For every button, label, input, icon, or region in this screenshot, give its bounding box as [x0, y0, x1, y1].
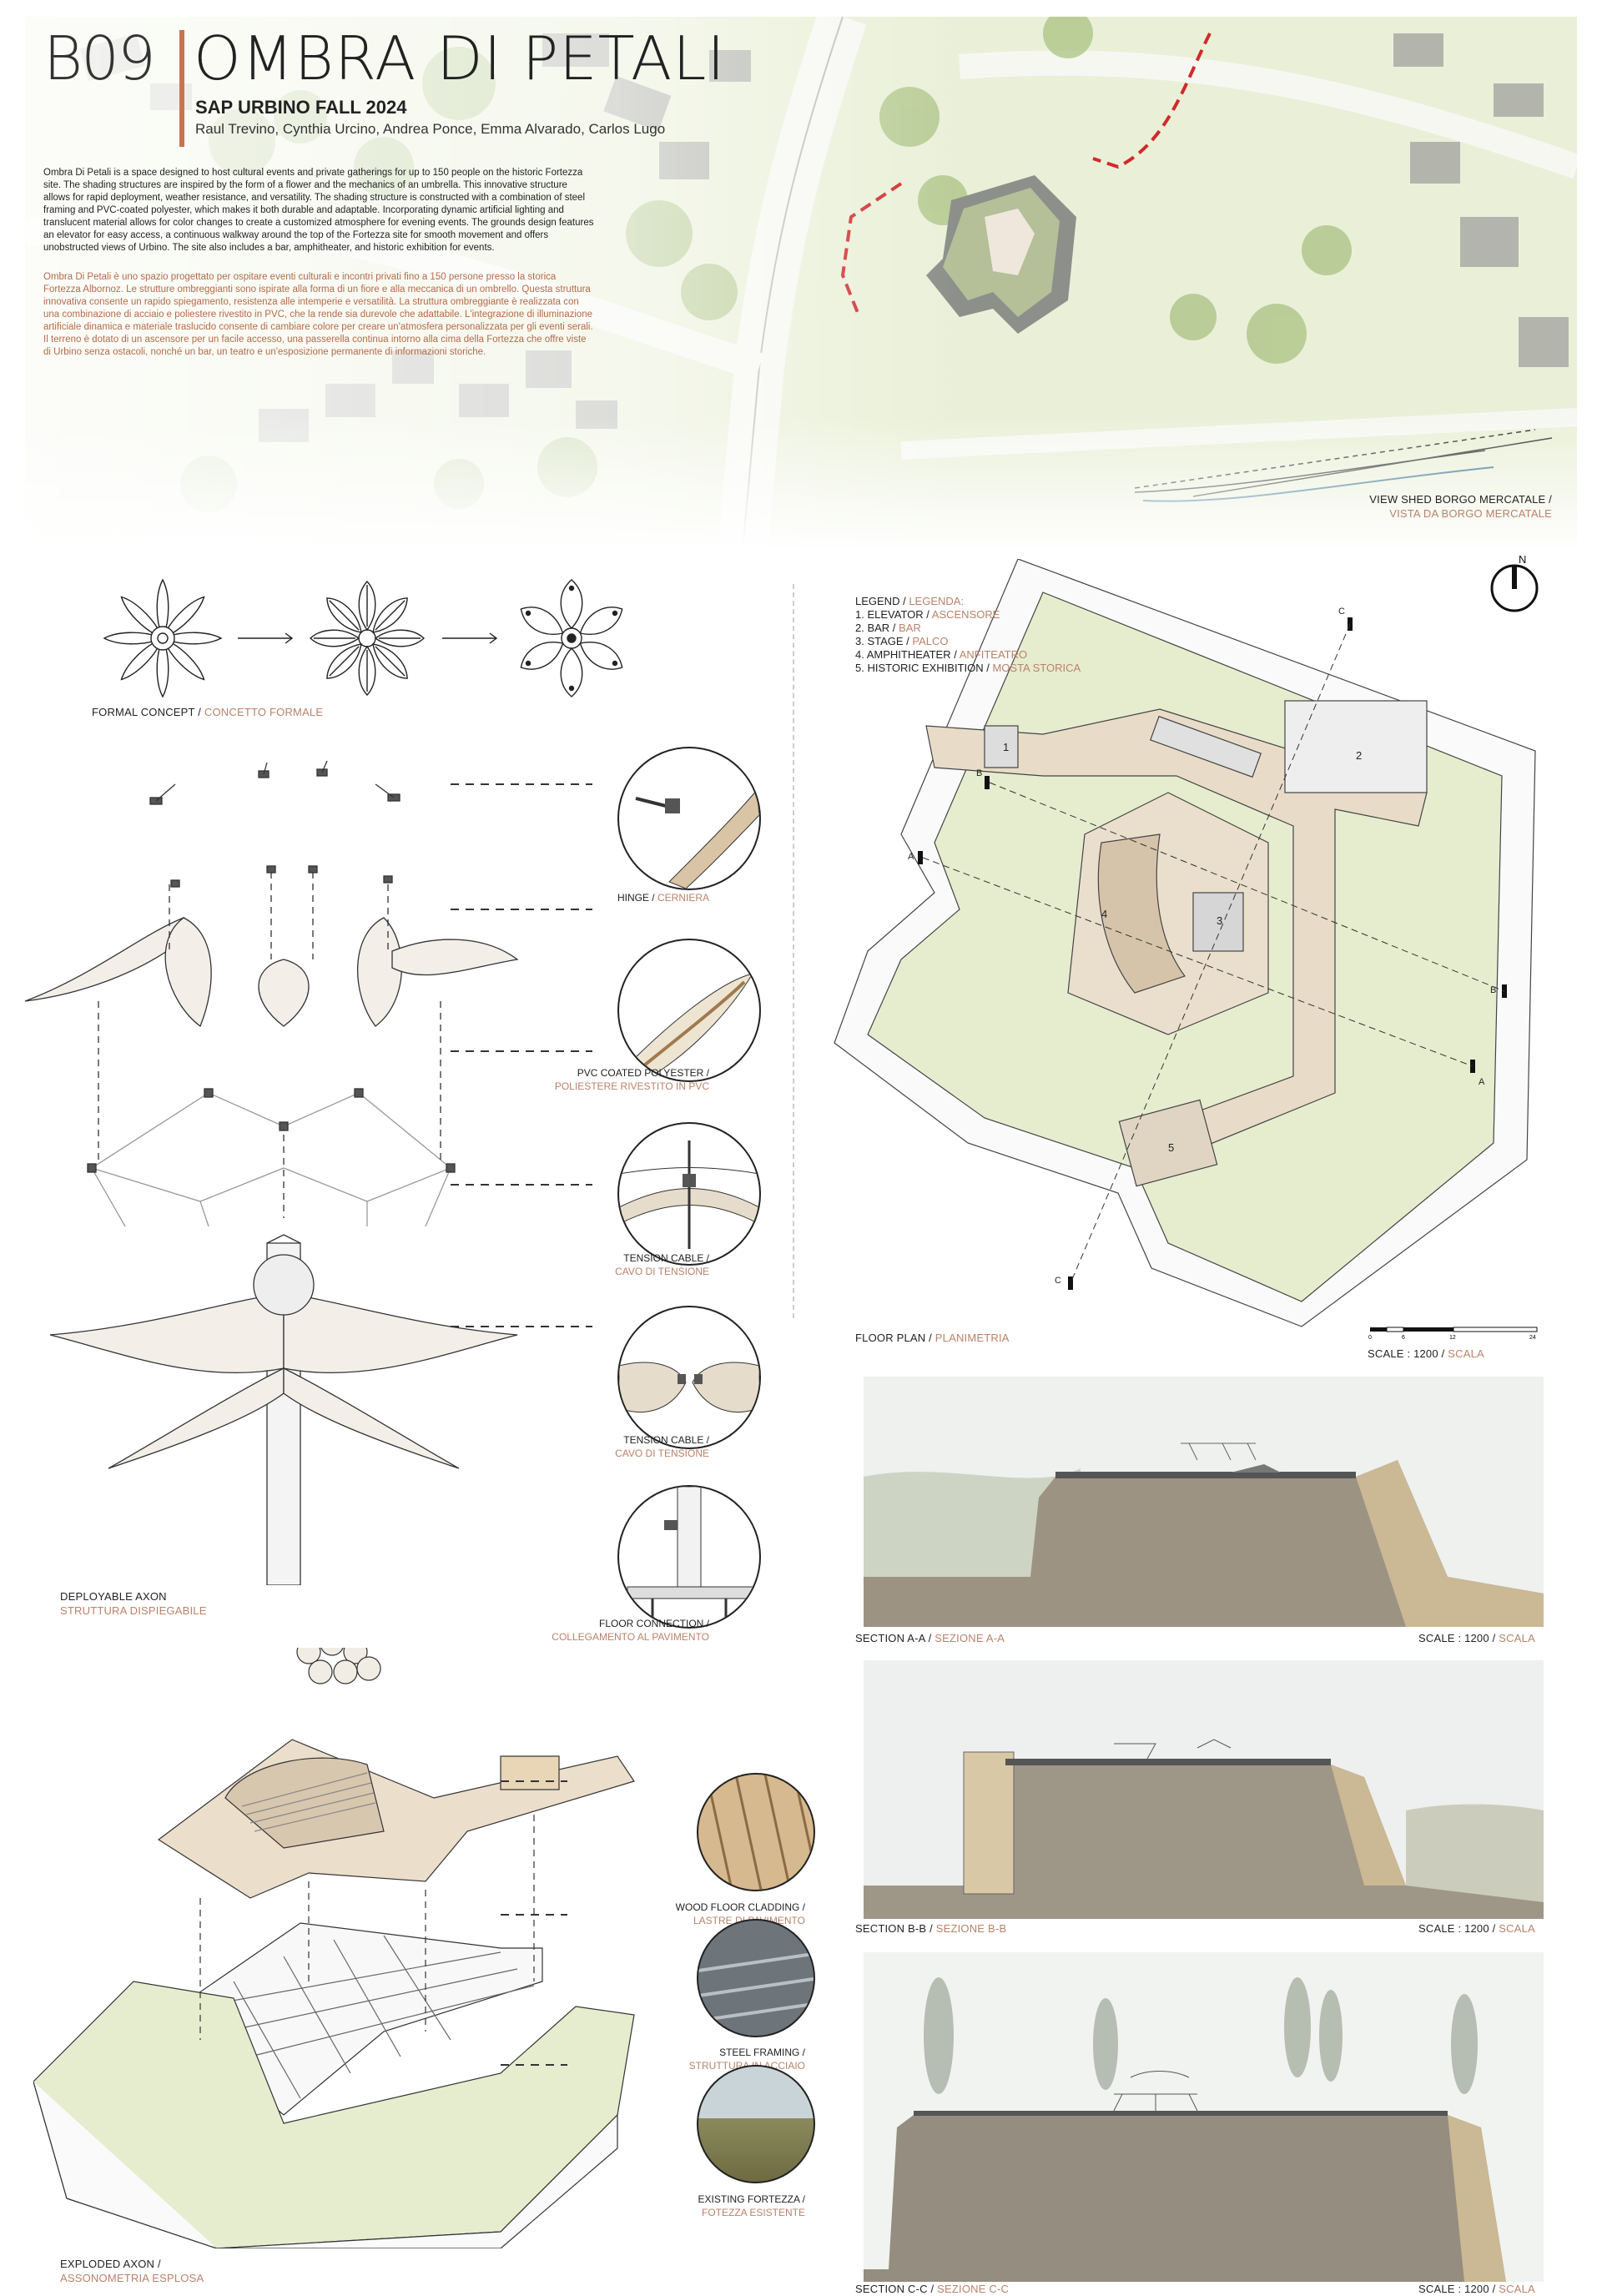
floor-connection-label: FLOOR CONNECTION /COLLEGAMENTO AL PAVIME…: [552, 1618, 709, 1643]
section-b-b: [864, 1660, 1544, 1919]
room-number-5: 5: [1168, 1141, 1174, 1154]
existing-fortezza-label: EXISTING FORTEZZA /FOTEZZA ESISTENTE: [698, 2193, 805, 2218]
formal-concept-label: FORMAL CONCEPT / CONCETTO FORMALE: [92, 706, 324, 718]
existing-fortezza-swatch: [697, 2065, 815, 2183]
north-arrow-icon: N: [1490, 553, 1539, 612]
section-a-a: [864, 1377, 1544, 1627]
floor-plan: 1 2 3 4 5 A A B B C C: [834, 559, 1536, 1327]
section-marker-a2: A: [1479, 1077, 1485, 1087]
wood-cladding-swatch: [697, 1773, 815, 1891]
steel-framing-label: STEEL FRAMING /STRUTTURA IN ACCIAIO: [688, 2047, 805, 2072]
pvc-label: PVC COATED POLYESTER /POLIESTERE RIVESTI…: [554, 1067, 709, 1092]
flower-sketch-icon: [103, 578, 222, 697]
legend-item: 1. ELEVATOR / ASCENSORE: [855, 608, 1000, 621]
project-title: OMBRA DI PETALI: [194, 23, 726, 93]
svg-text:0: 0: [1368, 1335, 1372, 1341]
section-c-c-label: SECTION C-C / SEZIONE C-C: [855, 2283, 1010, 2295]
svg-text:12: 12: [1449, 1335, 1456, 1341]
exploded-axon-label: EXPLODED AXON / ASSONOMETRIA ESPLOSA: [60, 2258, 204, 2284]
legend: LEGEND / LEGENDA: 1. ELEVATOR / ASCENSOR…: [855, 595, 1081, 674]
description-italian: Ombra Di Petali è uno spazio progettato …: [43, 272, 593, 357]
hinge-detail: [617, 747, 761, 890]
deployable-axon-diagram: [24, 760, 592, 1585]
floor-connection-detail: [617, 1485, 761, 1629]
pvc-detail: [617, 939, 761, 1082]
section-marker-a1: A: [908, 852, 914, 862]
column-divider: [793, 584, 794, 1318]
section-c-c: [864, 1952, 1544, 2282]
section-marker-b1: B: [976, 768, 982, 778]
description-english: Ombra Di Petali is a space designed to h…: [43, 168, 594, 253]
deployable-axon-label: DEPLOYABLE AXON STRUTTURA DISPIEGABILE: [60, 1590, 207, 1617]
legend-item: 3. STAGE / PALCO: [855, 635, 949, 647]
room-number-3: 3: [1217, 914, 1222, 927]
tension-cable-label-1: TENSION CABLE /CAVO DI TENSIONE: [615, 1252, 709, 1277]
formal-concept-diagram: [103, 578, 628, 697]
scale-bar: 0 6 12 24: [1368, 1327, 1538, 1341]
section-b-b-label: SECTION B-B / SEZIONE B-B: [855, 1922, 1007, 1935]
project-subtitle: SAP URBINO FALL 2024: [195, 97, 407, 118]
north-arrow: N: [1485, 553, 1544, 619]
hinge-label: HINGE / CERNIERA: [617, 892, 709, 904]
section-a-a-label: SECTION A-A / SEZIONE A-A: [855, 1632, 1005, 1644]
floor-plan-label: FLOOR PLAN / PLANIMETRIA: [855, 1332, 1010, 1344]
tension-cable-detail-1: [617, 1122, 761, 1266]
viewshed-label: VIEW SHED BORGO MERCATALE / VISTA DA BOR…: [1369, 493, 1552, 520]
section-marker-c2: C: [1055, 1276, 1061, 1286]
exploded-axon-diagram: [33, 1648, 635, 2248]
section-a-a-scale: SCALE : 1200 / SCALA: [1418, 1632, 1535, 1644]
section-b-b-scale: SCALE : 1200 / SCALA: [1418, 1922, 1535, 1935]
project-code: B09: [43, 23, 156, 93]
legend-item: 5. HISTORIC EXHIBITION / MOSTA STORICA: [855, 662, 1081, 674]
project-authors: Raul Trevino, Cynthia Urcino, Andrea Pon…: [195, 121, 666, 137]
legend-item: 4. AMPHITHEATER / ANFITEATRO: [855, 648, 1028, 661]
svg-text:24: 24: [1529, 1335, 1536, 1341]
section-marker-c1: C: [1338, 607, 1345, 617]
flower-structure-icon: [515, 579, 628, 697]
flower-abstract-icon: [310, 580, 425, 696]
wood-cladding-label: WOOD FLOOR CLADDING /LASTRE DI PAVIMENTO: [675, 1901, 805, 1926]
room-number-4: 4: [1101, 908, 1107, 920]
tension-cable-detail-2: [617, 1306, 761, 1449]
section-marker-b2: B: [1490, 985, 1496, 995]
svg-text:N: N: [1519, 555, 1526, 566]
tension-cable-label-2: TENSION CABLE /CAVO DI TENSIONE: [615, 1434, 709, 1459]
room-number-1: 1: [1003, 741, 1009, 753]
section-c-c-scale: SCALE : 1200 / SCALA: [1418, 2283, 1535, 2295]
legend-item: 2. BAR / BAR: [855, 622, 921, 634]
steel-framing-swatch: [697, 1919, 815, 2037]
svg-text:6: 6: [1402, 1335, 1405, 1341]
site-map: [25, 17, 1577, 551]
room-number-2: 2: [1356, 749, 1362, 762]
title-accent-bar: [179, 30, 184, 147]
